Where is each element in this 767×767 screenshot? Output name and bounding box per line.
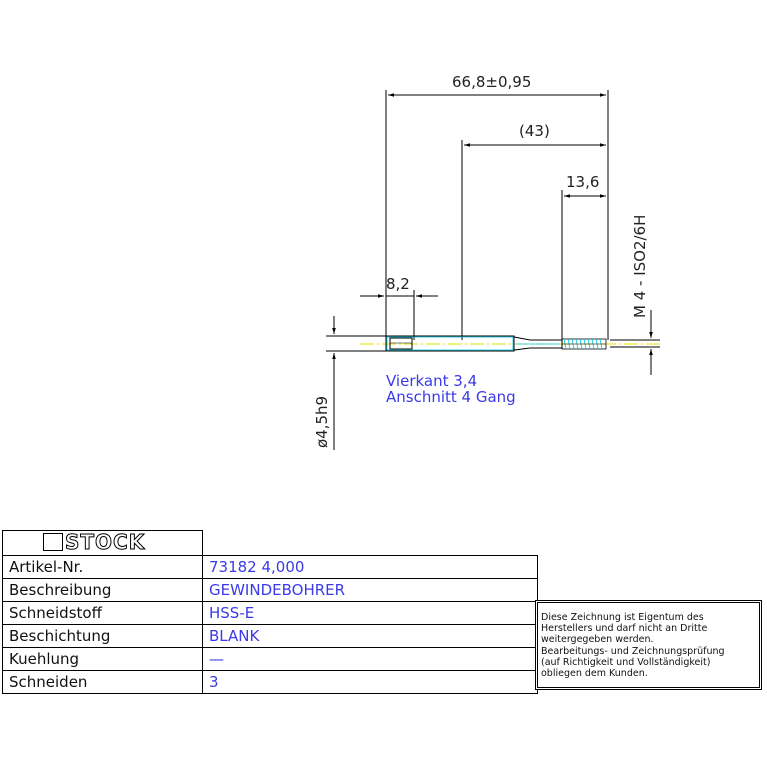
shank-diameter-text: ø4,5h9 bbox=[313, 396, 331, 448]
row-label: Kuehlung bbox=[2, 647, 203, 671]
stock-logo-icon bbox=[43, 533, 63, 551]
row-label: Beschreibung bbox=[2, 578, 203, 602]
dimension-square-length bbox=[360, 290, 438, 340]
row-label: Beschichtung bbox=[2, 624, 203, 648]
dimension-overall-length bbox=[385, 90, 609, 340]
table-row: Beschreibung GEWINDEBOHRER bbox=[2, 578, 538, 602]
note-chamfer: Anschnitt 4 Gang bbox=[386, 388, 516, 406]
dim-overall-text: 66,8±0,95 bbox=[452, 73, 531, 91]
table-row: Artikel-Nr. 73182 4,000 bbox=[2, 555, 538, 579]
notice-line: weitergegeben werden. bbox=[541, 634, 654, 646]
dimension-thread-length bbox=[561, 190, 606, 340]
dimension-shank-diameter bbox=[326, 316, 386, 450]
notice-line: Herstellers und darf nicht an Dritte bbox=[541, 623, 708, 635]
dimension-thread-diameter bbox=[610, 310, 660, 375]
dimension-flute-length bbox=[461, 140, 606, 340]
row-value: HSS-E bbox=[202, 601, 538, 625]
tap-body bbox=[360, 335, 660, 352]
row-value: BLANK bbox=[202, 624, 538, 648]
logo-text: STOCK bbox=[64, 530, 146, 554]
table-row: Schneidstoff HSS-E bbox=[2, 601, 538, 625]
row-label: Schneiden bbox=[2, 670, 203, 694]
notice-line: Diese Zeichnung ist Eigentum des bbox=[541, 612, 704, 623]
notice-line: (auf Richtigkeit und Vollständigkeit) bbox=[541, 656, 711, 668]
thread-spec-text: M 4 - ISO2/6H bbox=[631, 215, 649, 318]
title-block: STOCK Artikel-Nr. 73182 4,000 Beschreibu… bbox=[2, 530, 538, 694]
ownership-notice: Diese Zeichnung ist Eigentum des Herstel… bbox=[535, 600, 762, 690]
row-label: Schneidstoff bbox=[2, 601, 203, 625]
logo-cell: STOCK bbox=[2, 530, 203, 556]
dim-flute-text: (43) bbox=[519, 122, 550, 140]
table-row: Beschichtung BLANK bbox=[2, 624, 538, 648]
row-label: Artikel-Nr. bbox=[2, 555, 203, 579]
row-value: 73182 4,000 bbox=[202, 555, 538, 579]
dim-thread-text: 13,6 bbox=[566, 173, 599, 191]
row-value: 3 bbox=[202, 670, 538, 694]
table-row: Schneiden 3 bbox=[2, 670, 538, 694]
note-square: Vierkant 3,4 bbox=[386, 372, 477, 390]
notice-line: obliegen dem Kunden. bbox=[541, 668, 648, 680]
row-value: GEWINDEBOHRER bbox=[202, 578, 538, 602]
table-row: Kuehlung — bbox=[2, 647, 538, 671]
notice-line: Bearbeitungs- und Zeichnungsprüfung bbox=[541, 645, 725, 657]
row-value: — bbox=[202, 647, 538, 671]
dim-square-text: 8,2 bbox=[386, 275, 410, 293]
